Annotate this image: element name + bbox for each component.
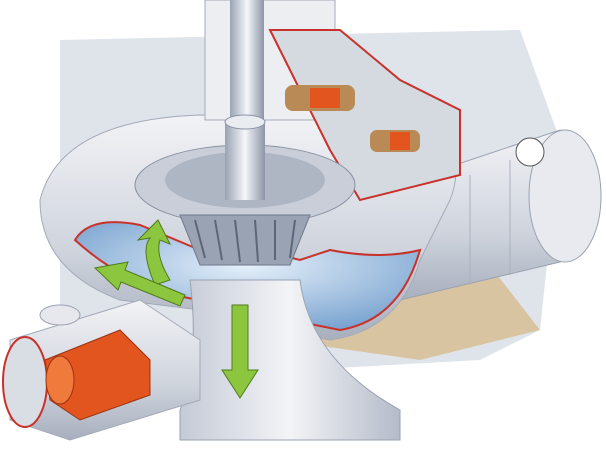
turbine-runner [134, 114, 356, 266]
gauge-dial [515, 137, 545, 167]
inlet-valve [2, 299, 201, 441]
generator-housing [204, 0, 461, 202]
flow-arrow-up-curved [136, 219, 172, 286]
flow-arrow-down [221, 304, 259, 399]
flow-arrow-left [93, 261, 186, 307]
